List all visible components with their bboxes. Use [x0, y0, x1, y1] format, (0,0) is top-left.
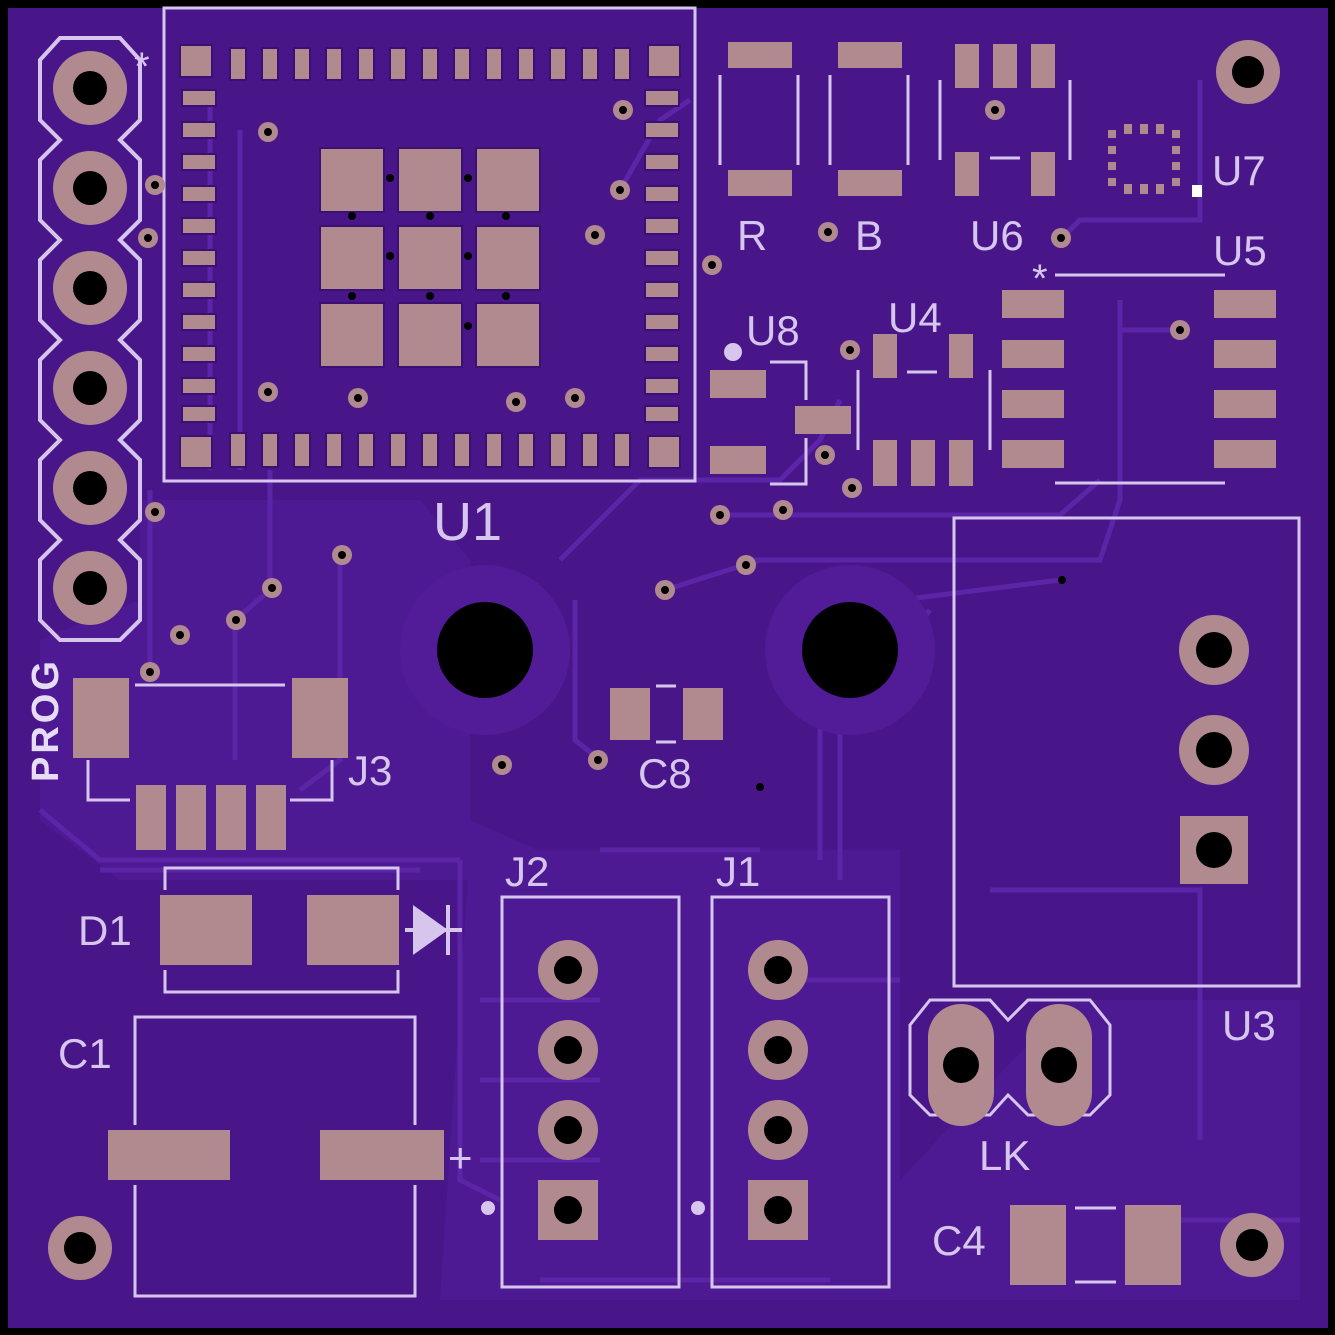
label-plus: +: [448, 1134, 473, 1181]
label-u4: U4: [888, 294, 942, 341]
label-c8: C8: [638, 750, 692, 797]
label-j1: J1: [716, 848, 760, 895]
label-u8: U8: [746, 307, 800, 354]
label-b: B: [855, 212, 883, 259]
label-u5: U5: [1213, 227, 1267, 274]
led-r: [718, 42, 800, 196]
label-pin1-u5: *: [1032, 257, 1048, 301]
u5-chip: [1002, 273, 1276, 485]
diode-d1: [160, 866, 462, 994]
diode-symbol-icon: [405, 905, 462, 955]
capacitor-c4: [1010, 1205, 1181, 1285]
label-c1: C1: [58, 1030, 112, 1077]
u8-chip: [710, 343, 851, 486]
label-r: R: [737, 212, 767, 259]
label-u3: U3: [1222, 1002, 1276, 1049]
label-c4: C4: [932, 1217, 986, 1264]
prog-header: [38, 36, 142, 642]
u1-module: [162, 6, 697, 483]
label-u6: U6: [970, 212, 1024, 259]
u6-chip: [938, 44, 1072, 196]
label-prog: PROG: [25, 658, 67, 782]
u3-regulator: [952, 516, 1301, 988]
corner-pads: [48, 40, 1284, 1280]
capacitor-c1: [108, 1015, 444, 1298]
label-u7: U7: [1212, 147, 1266, 194]
label-j3: J3: [348, 747, 392, 794]
capacitor-c8: [610, 684, 723, 744]
vias: [138, 100, 1190, 791]
connector-j1: [691, 895, 891, 1289]
label-d1: D1: [78, 907, 132, 954]
connector-j2: [481, 895, 681, 1289]
u4-chip: [856, 334, 992, 486]
label-lk: LK: [979, 1132, 1030, 1179]
label-u1: U1: [433, 492, 502, 552]
mounting-hole-icon: [400, 565, 935, 735]
label-pin1-u1: *: [134, 45, 150, 89]
jumper-lk: [908, 998, 1112, 1126]
u7-chip: [1108, 124, 1202, 197]
connector-j3: [73, 678, 348, 850]
label-j2: J2: [505, 848, 549, 895]
led-b: [828, 42, 910, 196]
